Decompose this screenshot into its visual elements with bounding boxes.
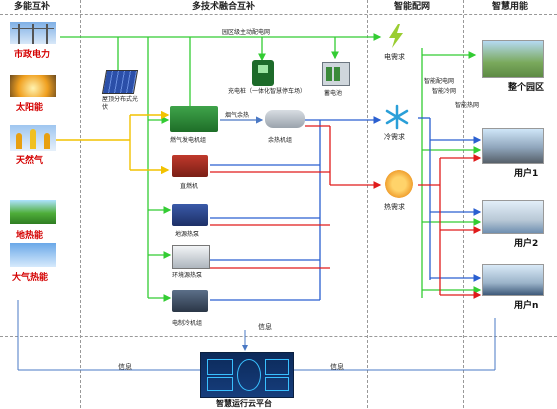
ground-pump-label: 地源热泵 [175, 231, 200, 238]
user2-photo-icon [482, 200, 544, 234]
source-gas: 天然气 [16, 156, 44, 166]
divider [80, 0, 81, 408]
pv-label: 屋顶分布式光伏 [102, 96, 139, 111]
divider [0, 336, 557, 337]
battery-icon [322, 62, 350, 86]
gas-gen-label: 燃气发电机组 [170, 137, 207, 144]
direct-fired-icon [172, 155, 208, 177]
source-solar: 太阳能 [16, 103, 44, 113]
direct-fired-label: 直燃机 [180, 183, 199, 190]
info-right-label: 信息 [330, 363, 344, 371]
env-pump-icon [172, 245, 210, 269]
chiller-label: 电制冷机组 [172, 320, 203, 327]
park-grid-label: 园区级主动配电网 [222, 29, 271, 36]
smart-power-label: 智能配电网 [424, 78, 455, 85]
waste-heat-unit-icon [265, 110, 305, 128]
park-photo-icon [482, 40, 544, 78]
header-fusion: 多技术融合互补 [192, 2, 256, 12]
info-left-label: 信息 [118, 363, 132, 371]
sky-icon [10, 243, 56, 267]
user-park-label: 整个园区 [508, 83, 545, 93]
sun-heat-icon [385, 170, 413, 198]
power-tower-icon [10, 22, 56, 44]
waste-heat-label: 余热机组 [268, 137, 293, 144]
gas-flame-icon [10, 125, 56, 151]
power-demand-label: 电需求 [384, 53, 405, 61]
smart-heat-label: 智能热网 [455, 102, 480, 109]
battery-label: 蓄电池 [324, 90, 343, 97]
ground-pump-icon [172, 204, 208, 226]
smart-cold-label: 智能冷网 [432, 88, 457, 95]
header-grid: 智能配网 [394, 2, 431, 12]
header-source: 多能互补 [14, 2, 51, 12]
source-grid-power: 市政电力 [14, 50, 51, 60]
header-use: 智慧用能 [492, 2, 529, 12]
charger-icon [252, 60, 274, 86]
lightning-icon [386, 24, 406, 48]
solar-panel-icon [101, 70, 139, 94]
user1-photo-icon [482, 128, 544, 164]
user1-label: 用户1 [514, 169, 539, 179]
heat-demand-label: 热需求 [384, 203, 405, 211]
geothermal-field-icon [10, 200, 56, 224]
info-mid-label: 信息 [258, 323, 272, 331]
usern-label: 用户n [514, 301, 539, 311]
source-geothermal: 地热能 [16, 231, 44, 241]
platform-label: 智慧运行云平台 [216, 399, 272, 408]
divider [0, 14, 557, 15]
snowflake-icon [384, 104, 410, 130]
cooling-demand-label: 冷需求 [384, 133, 405, 141]
usern-photo-icon [482, 264, 544, 296]
divider [367, 0, 368, 408]
user2-label: 用户2 [514, 239, 539, 249]
platform-dashboard-icon [200, 352, 294, 398]
source-air: 大气热能 [12, 273, 49, 283]
charger-label: 充电桩（一体化智慧停车场） [228, 88, 307, 95]
chiller-icon [172, 290, 208, 312]
divider [463, 0, 464, 408]
gas-generator-icon [170, 106, 218, 132]
env-pump-label: 环境源热泵 [172, 272, 203, 279]
sun-icon [10, 75, 56, 97]
flue-label: 烟气余热 [225, 112, 250, 119]
